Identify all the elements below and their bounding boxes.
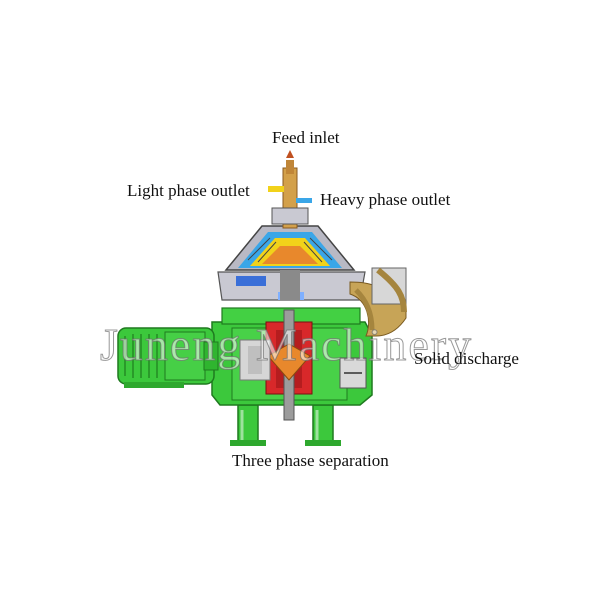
separator-bowl bbox=[224, 225, 356, 300]
support-legs bbox=[230, 404, 341, 446]
label-three-phase-separation: Three phase separation bbox=[232, 451, 389, 470]
electric-motor bbox=[117, 327, 219, 388]
watermark-text: Juneng Machinery bbox=[99, 319, 474, 371]
feed-and-outlet-pipes bbox=[268, 150, 312, 229]
solid-discharge-chute bbox=[349, 267, 407, 337]
label-light-phase-outlet: Light phase outlet bbox=[127, 181, 250, 200]
label-heavy-phase-outlet: Heavy phase outlet bbox=[320, 190, 451, 209]
drive-gear-housing bbox=[239, 309, 313, 421]
label-solid-discharge: Solid discharge bbox=[414, 349, 519, 368]
label-feed-inlet: Feed inlet bbox=[272, 128, 340, 147]
